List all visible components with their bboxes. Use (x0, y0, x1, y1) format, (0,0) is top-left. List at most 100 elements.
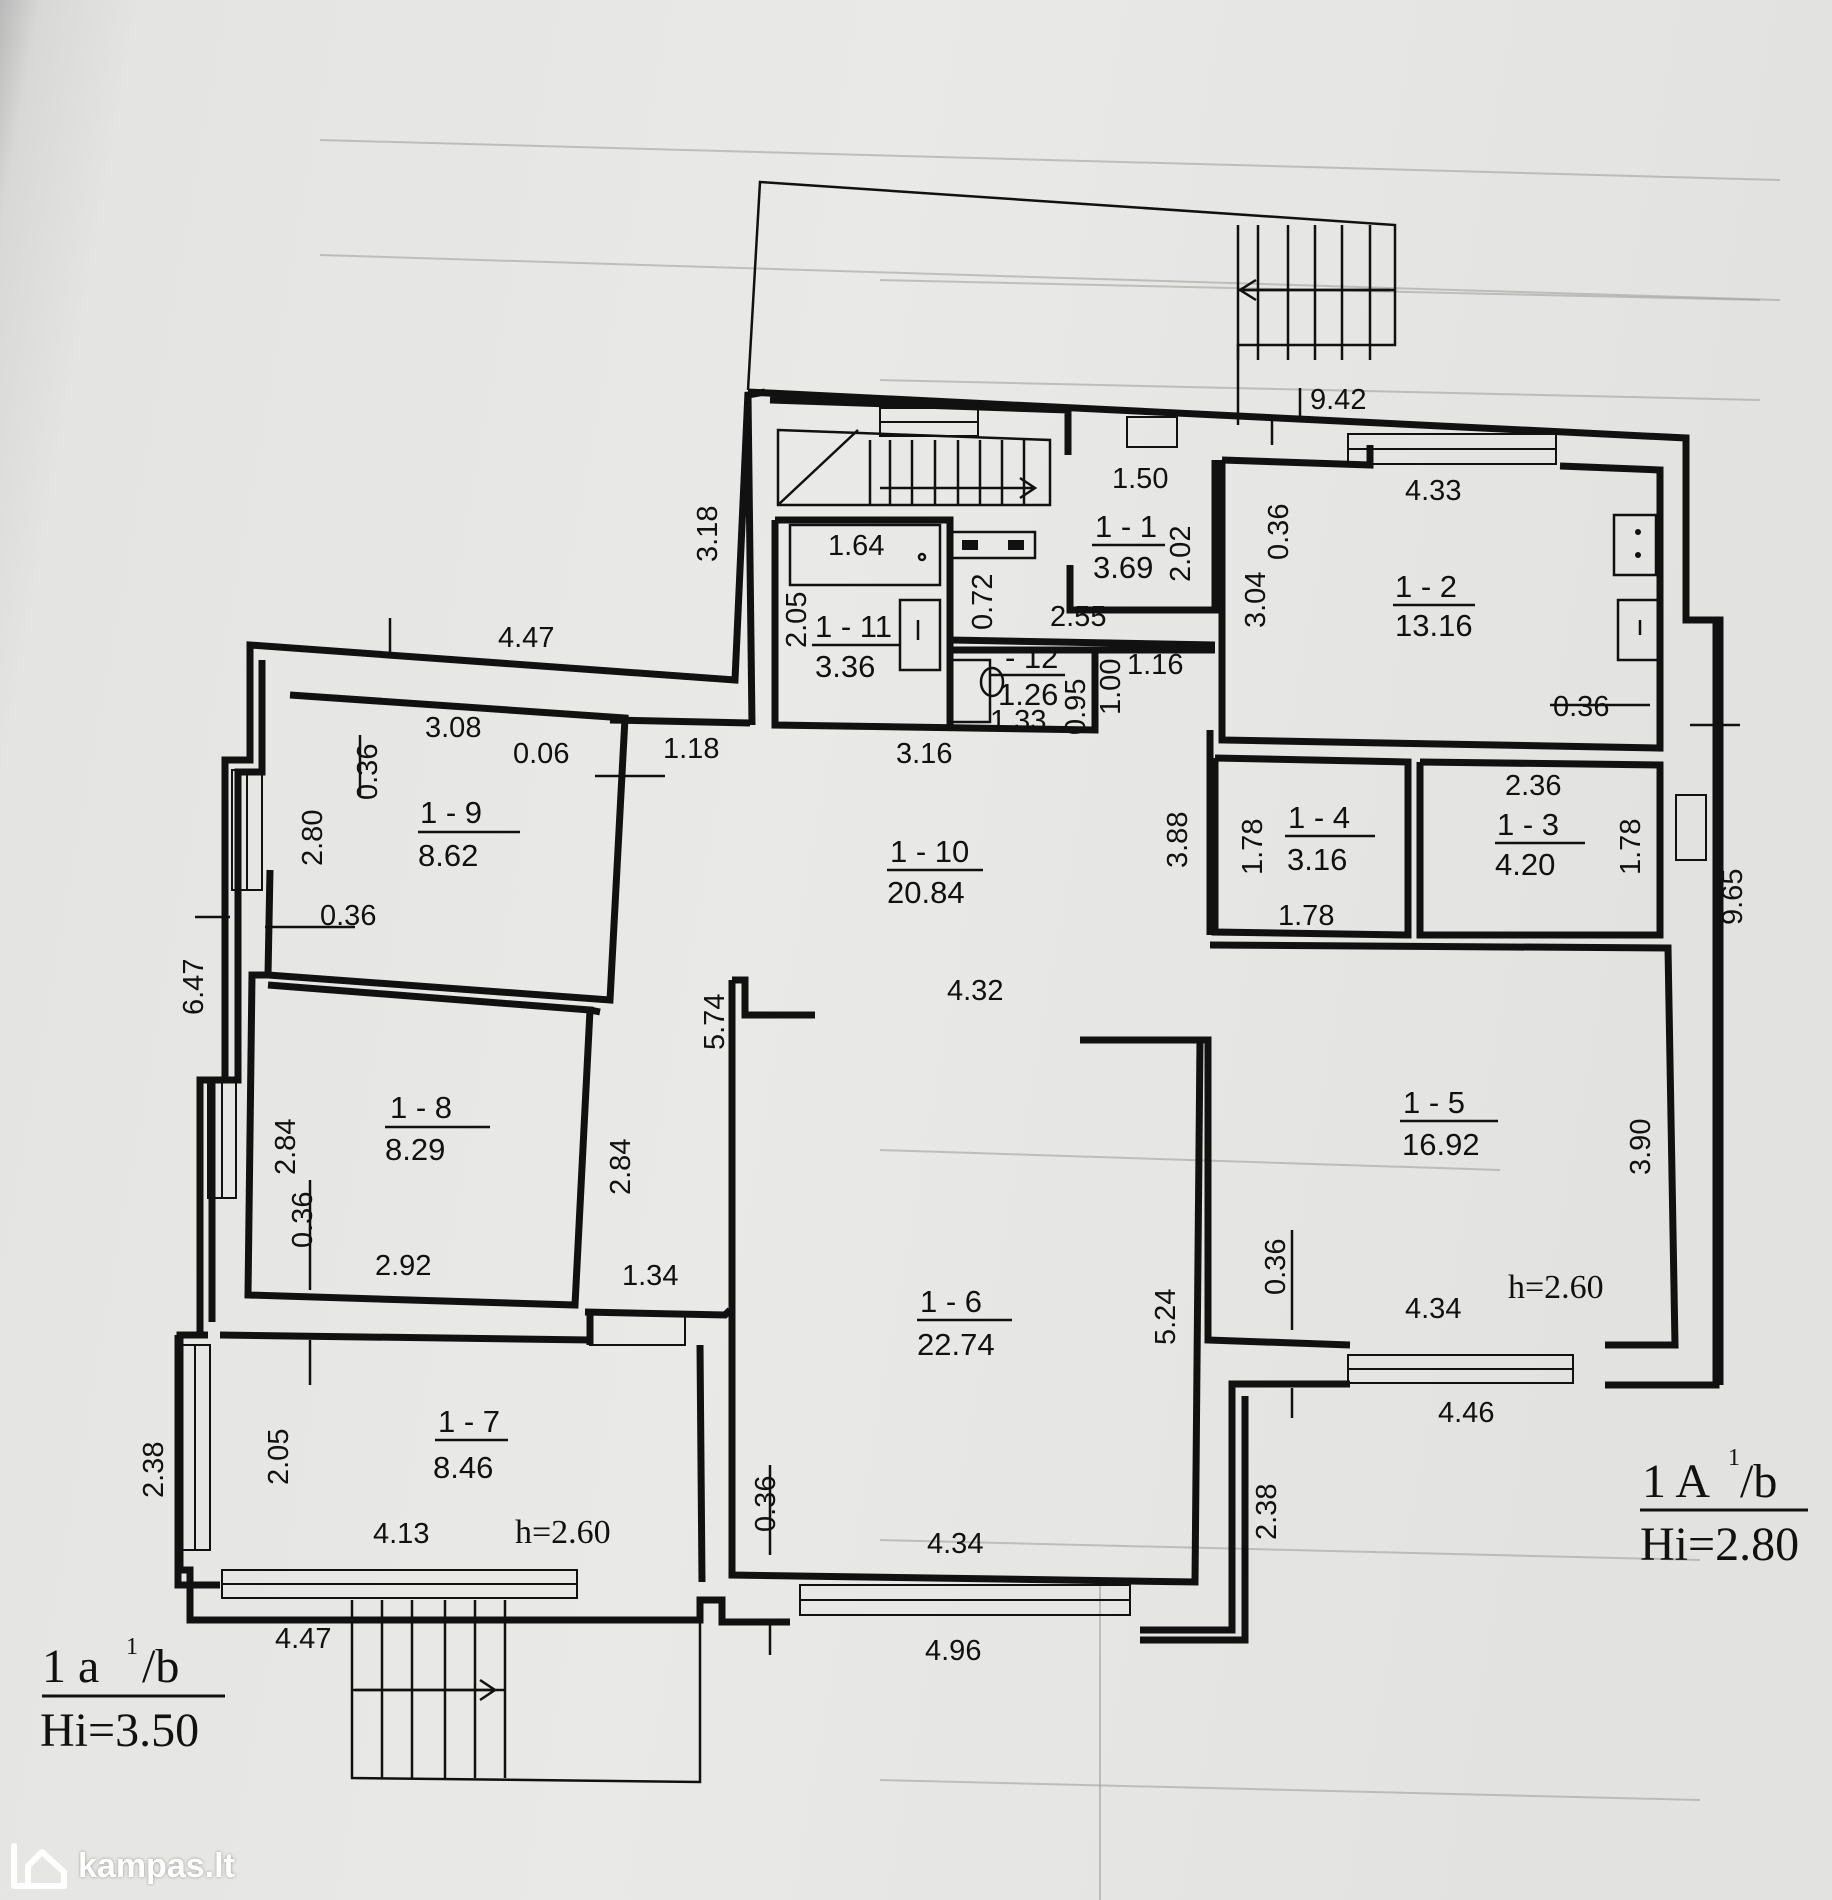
room-area: 4.20 (1495, 847, 1555, 882)
room-area: 3.36 (815, 649, 875, 684)
legend-left: 1 a 1 /b Hi=3.50 (40, 1634, 225, 1757)
dimension-labels: 9.42 4.47 3.18 1.50 2.02 4.33 3.04 0.36 … (138, 384, 1749, 1667)
room-id: 1 - 3 (1497, 807, 1559, 842)
dim-r9-gap: 0.06 (513, 738, 569, 770)
dim-r2-wall-top: 0.36 (1263, 504, 1295, 560)
room-1-12: - 12 1.26 (990, 640, 1065, 712)
dim-left-top: 4.47 (498, 622, 554, 654)
dim-r10-mid: 4.32 (947, 975, 1003, 1007)
room-1-10: 1 - 10 20.84 (887, 834, 983, 910)
dim-r8-wall: 0.36 (287, 1192, 319, 1248)
room-id: 1 - 9 (420, 795, 482, 830)
dim-r7-left-outer: 2.38 (138, 1442, 170, 1498)
dim-r5-h: h=2.60 (1508, 1269, 1604, 1306)
dim-r9-wall-top: 0.36 (352, 744, 384, 800)
dim-r2-wall-right: 0.36 (1553, 691, 1609, 723)
dim-r7-width: 4.13 (373, 1518, 429, 1550)
room-id: 1 - 10 (890, 834, 969, 869)
room-id: 1 - 7 (438, 1404, 500, 1439)
room-area: 1.26 (998, 677, 1058, 712)
dim-r8-width: 2.92 (375, 1250, 431, 1282)
room-labels: 1 - 1 3.69 1 - 2 13.16 1 - 3 4.20 1 - 4 … (385, 509, 1585, 1485)
dim-r2-width: 4.33 (1405, 475, 1461, 507)
dim-r6-left: 5.74 (699, 994, 731, 1050)
room-1-3: 1 - 3 4.20 (1495, 807, 1585, 882)
dim-entry-height: 3.18 (692, 506, 724, 562)
room-id: 1 - 5 (1403, 1085, 1465, 1120)
room-area: 20.84 (887, 875, 965, 910)
legend-left-line2: Hi=3.50 (40, 1704, 199, 1757)
kampas-watermark: kampas.lt (8, 1842, 235, 1890)
dim-r11-height: 2.05 (781, 592, 813, 648)
dim-right-total: 9.65 (1717, 869, 1749, 925)
legend-left-suffix: /b (142, 1640, 179, 1693)
dim-r12-bottom: 1.33 (990, 705, 1046, 737)
legend-right-line1: 1 A (1642, 1455, 1710, 1508)
legend-right-line2: Hi=2.80 (1640, 1518, 1799, 1571)
dim-bottom-left: 4.47 (275, 1623, 331, 1655)
dim-r10-left: 1.18 (663, 733, 719, 765)
dim-r10-height: 3.88 (1162, 812, 1194, 868)
dim-left-total: 6.47 (178, 959, 210, 1015)
room-1-4: 1 - 4 3.16 (1285, 800, 1375, 877)
room-area: 8.62 (418, 838, 478, 873)
dim-r5-outer: 4.46 (1438, 1397, 1494, 1429)
dim-r5-height: 3.90 (1625, 1119, 1657, 1175)
dim-r11-width: 1.64 (828, 530, 884, 562)
dim-r1-bottom: 2.55 (1050, 601, 1106, 633)
dim-r1-width: 1.50 (1112, 463, 1168, 495)
legend-left-line1: 1 a (42, 1640, 99, 1693)
room-id: 1 - 8 (390, 1090, 452, 1125)
room-1-8: 1 - 8 8.29 (385, 1090, 490, 1167)
dim-bottom-mid: 4.96 (925, 1635, 981, 1667)
room-id: 1 - 11 (815, 609, 892, 644)
dim-r1-height: 2.02 (1165, 526, 1197, 582)
room-1-11: 1 - 11 3.36 (812, 609, 900, 684)
fixtures (788, 513, 1660, 724)
room-area: 16.92 (1402, 1127, 1480, 1162)
dim-r4-h: 1.78 (1237, 819, 1269, 875)
dim-r6-right: 5.24 (1150, 1289, 1182, 1345)
dim-r7-height: 2.05 (263, 1429, 295, 1485)
top-entry-stairs (746, 180, 1397, 425)
dim-top-total: 9.42 (1310, 384, 1366, 416)
room-area: 13.16 (1395, 608, 1473, 643)
inner-walls (219, 396, 1679, 1586)
dim-r10-top: 3.16 (896, 738, 952, 770)
dim-hall-width: 1.34 (622, 1260, 678, 1292)
dimension-ticks (195, 388, 1740, 1655)
room-1-6: 1 - 6 22.74 (917, 1284, 1012, 1362)
room-1-5: 1 - 5 16.92 (1400, 1085, 1498, 1162)
dim-right-step: 2.38 (1251, 1484, 1283, 1540)
room-id: - 12 (1005, 640, 1058, 675)
dim-r6-wall: 0.36 (750, 1476, 782, 1532)
room-1-7: 1 - 7 8.46 (433, 1404, 508, 1485)
dim-r4-w: 1.78 (1278, 900, 1334, 932)
legend-left-sup: 1 (126, 1634, 138, 1660)
dim-r5-wall: 0.36 (1260, 1239, 1292, 1295)
internal-stairs (776, 428, 1052, 507)
dim-r3-height: 1.78 (1615, 819, 1647, 875)
windows (179, 407, 1707, 1616)
dim-r8-right: 2.84 (605, 1139, 637, 1195)
dim-r2-height: 3.04 (1240, 572, 1272, 628)
room-area: 8.46 (433, 1450, 493, 1485)
room-area: 3.69 (1093, 550, 1153, 585)
legend-right-sup: 1 (1728, 1445, 1740, 1471)
room-area: 3.16 (1287, 842, 1347, 877)
room-1-1: 1 - 1 3.69 (1092, 509, 1165, 585)
kampas-logo-icon (11, 1843, 67, 1889)
watermark-text: kampas.lt (78, 1846, 235, 1885)
room-id: 1 - 1 (1095, 509, 1157, 544)
room-1-9: 1 - 9 8.62 (418, 795, 520, 873)
dim-r3-width: 2.36 (1505, 770, 1561, 802)
dim-r12-width: 1.16 (1127, 649, 1183, 681)
dim-r9-width: 3.08 (425, 712, 481, 744)
bottom-entry-stairs (350, 1600, 702, 1784)
dim-r7-h: h=2.60 (515, 1514, 611, 1551)
dim-r12-inner: 0.95 (1060, 679, 1092, 735)
room-1-2: 1 - 2 13.16 (1393, 569, 1475, 643)
legend-right: 1 A 1 /b Hi=2.80 (1640, 1445, 1808, 1571)
dim-r9-height: 2.80 (297, 810, 329, 866)
